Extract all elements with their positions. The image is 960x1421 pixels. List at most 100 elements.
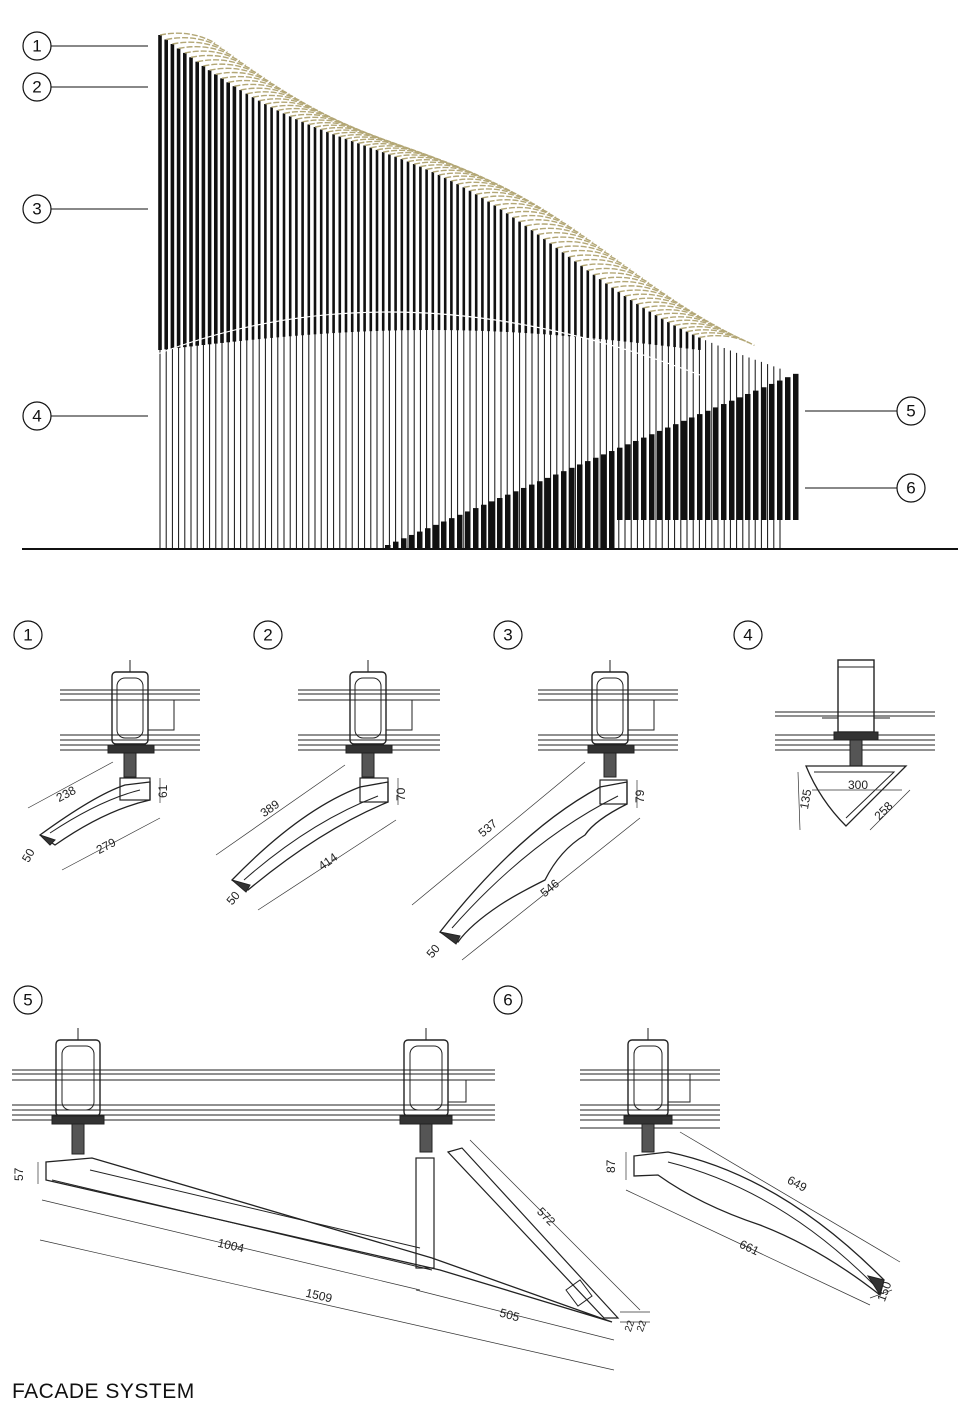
detail-5-fin-section bbox=[45, 1147, 620, 1323]
fin-tip bbox=[178, 46, 234, 58]
fin-tip bbox=[618, 289, 675, 301]
fin-upper bbox=[251, 97, 255, 340]
fin-upper bbox=[375, 149, 379, 331]
fin-upper bbox=[388, 154, 391, 331]
fin-block bbox=[753, 390, 759, 520]
fin-upper bbox=[406, 161, 410, 331]
elevation-fin-tips bbox=[159, 32, 755, 347]
fin-upper bbox=[543, 238, 546, 335]
fin-upper bbox=[505, 213, 509, 332]
fin-upper bbox=[357, 143, 360, 332]
fin-tip bbox=[544, 236, 600, 248]
fin-tip bbox=[631, 297, 687, 309]
fin-block bbox=[561, 471, 567, 549]
fin-tip bbox=[593, 272, 650, 284]
fin-upper bbox=[536, 234, 540, 334]
detail-4-number: 4 bbox=[733, 620, 763, 650]
fin-upper bbox=[301, 121, 304, 336]
fin-block bbox=[641, 437, 647, 520]
fin-upper bbox=[431, 172, 435, 331]
detail-6-mullion-section bbox=[580, 1028, 720, 1153]
callout-1: 1 bbox=[22, 31, 148, 61]
fin-tip bbox=[476, 191, 532, 203]
fin-block bbox=[649, 434, 655, 520]
fin-tip bbox=[159, 32, 216, 44]
fin-tip bbox=[370, 145, 427, 157]
detail-1-dim-c: 279 bbox=[94, 835, 119, 857]
fin-block bbox=[537, 481, 543, 549]
fin-block bbox=[481, 504, 487, 549]
fin-upper bbox=[176, 48, 181, 348]
detail-3-dim-d: 50 bbox=[424, 941, 444, 960]
fin-upper bbox=[481, 197, 484, 331]
fin-tip bbox=[166, 37, 222, 49]
fin-upper bbox=[574, 261, 577, 337]
fin-block bbox=[729, 400, 735, 520]
fin-tip bbox=[240, 87, 296, 99]
fin-block bbox=[513, 491, 519, 549]
fin-block bbox=[545, 477, 551, 549]
fin-upper bbox=[226, 82, 230, 343]
fin-tip bbox=[494, 202, 551, 214]
detail-2-fin-section bbox=[230, 777, 389, 893]
fin-block bbox=[465, 511, 471, 549]
detail-4-dim-c: 258 bbox=[872, 799, 896, 823]
fin-block bbox=[737, 397, 743, 520]
fin-block bbox=[417, 531, 423, 549]
detail-4-dim-b: 135 bbox=[797, 788, 814, 810]
fin-block bbox=[673, 424, 679, 520]
fin-block bbox=[473, 508, 479, 549]
fin-upper bbox=[288, 116, 292, 337]
fin-tip bbox=[581, 263, 637, 275]
detail-2-dim-a: 389 bbox=[258, 797, 283, 820]
fin-upper bbox=[530, 230, 534, 334]
fin-block bbox=[793, 373, 799, 520]
detail-6-number: 6 bbox=[493, 985, 523, 1015]
fin-upper bbox=[660, 318, 664, 346]
fin-upper bbox=[437, 174, 441, 331]
svg-text:6: 6 bbox=[503, 991, 512, 1010]
detail-3-dim-b: 79 bbox=[633, 789, 647, 803]
svg-text:1: 1 bbox=[32, 37, 41, 56]
fin-upper bbox=[412, 164, 416, 331]
svg-text:3: 3 bbox=[503, 626, 512, 645]
fin-block bbox=[425, 528, 431, 549]
fin-tip bbox=[556, 245, 613, 257]
detail-3-dimensions bbox=[411, 761, 641, 961]
fin-tip bbox=[197, 59, 253, 71]
fin-upper bbox=[183, 52, 187, 348]
fin-block bbox=[385, 545, 391, 549]
fin-upper bbox=[629, 299, 633, 343]
fin-block bbox=[393, 541, 399, 549]
fin-upper bbox=[555, 247, 559, 336]
fin-tip bbox=[488, 199, 544, 211]
detail-6-dim-b: 649 bbox=[785, 1173, 810, 1195]
fin-upper bbox=[623, 295, 627, 342]
fin-upper bbox=[462, 187, 466, 331]
fin-upper bbox=[195, 61, 199, 346]
detail-1-number: 1 bbox=[13, 620, 43, 650]
fin-tip bbox=[482, 195, 538, 207]
fin-upper bbox=[319, 129, 323, 334]
fin-upper bbox=[369, 147, 373, 332]
detail-2-dimensions bbox=[215, 764, 399, 911]
fin-upper bbox=[549, 243, 552, 335]
fin-upper bbox=[456, 184, 459, 331]
fin-block bbox=[569, 467, 575, 549]
elevation-fins bbox=[158, 35, 799, 549]
callout-5: 5 bbox=[805, 396, 926, 426]
fin-block bbox=[433, 524, 439, 549]
fin-upper bbox=[344, 138, 348, 333]
callout-3: 3 bbox=[22, 194, 148, 224]
facade-elevation: 1 2 3 4 5 6 bbox=[22, 31, 958, 550]
fin-tip bbox=[364, 143, 420, 155]
fin-block bbox=[697, 414, 703, 520]
fin-upper bbox=[487, 201, 490, 332]
detail-5: 5 bbox=[12, 985, 650, 1371]
detail-4-dimensions bbox=[797, 771, 911, 831]
detail-5-dim-b: 1004 bbox=[216, 1236, 245, 1256]
fin-tip bbox=[525, 223, 582, 235]
fin-upper bbox=[605, 283, 608, 340]
fin-upper bbox=[512, 217, 515, 333]
svg-text:4: 4 bbox=[32, 407, 41, 426]
